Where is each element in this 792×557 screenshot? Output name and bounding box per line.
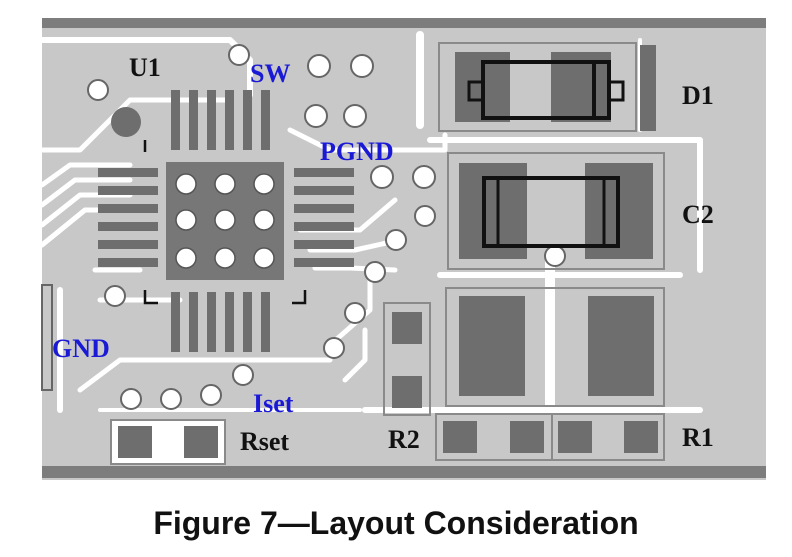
via: [232, 364, 254, 386]
board-bottom-edge: [42, 466, 766, 478]
u1-top-pins: [171, 90, 270, 150]
via: [350, 54, 374, 78]
via: [200, 384, 222, 406]
u1-footprint: [98, 90, 354, 352]
inductor-footprint: [445, 287, 665, 407]
inductor-pad-left: [459, 296, 525, 396]
r2-pad-top: [392, 312, 422, 344]
u1-bottom-pins: [171, 292, 270, 352]
via: [104, 285, 126, 307]
via: [414, 205, 436, 227]
r1-component: [551, 413, 665, 461]
trace-gap: [342, 327, 368, 383]
r1-outline: [551, 413, 665, 461]
inductor-outline: [445, 287, 665, 407]
via: [364, 261, 386, 283]
d1-component: [438, 42, 656, 132]
r1-label: R1: [682, 423, 714, 452]
pgnd-net-label: PGND: [320, 137, 394, 166]
inductor-pad-right: [588, 296, 654, 396]
via: [228, 44, 250, 66]
u1-label: U1: [129, 53, 161, 82]
via: [120, 388, 142, 410]
trace-gap: [427, 137, 703, 273]
figure-caption: Figure 7—Layout Consideration: [153, 505, 639, 541]
rset-label: Rset: [240, 427, 289, 456]
r1-pad-left: [558, 421, 592, 453]
trace-gap: [327, 267, 373, 348]
d1-lead-left: [467, 80, 485, 102]
trace-gap: [307, 237, 403, 253]
via: [544, 245, 566, 267]
via: [370, 165, 394, 189]
d1-label: D1: [682, 81, 714, 110]
r2-component: [383, 302, 431, 416]
rset-pad-left: [118, 426, 152, 458]
r1-pad-right: [624, 421, 658, 453]
u1-left-pins: [98, 168, 158, 267]
rset-component: [110, 419, 226, 465]
d1-side-bar: [640, 45, 656, 131]
r2-outline: [383, 302, 431, 416]
c2-body: [482, 176, 620, 248]
d1-lead-right: [607, 80, 625, 102]
via: [412, 165, 436, 189]
via: [343, 104, 367, 128]
u1-pin1-marker: [111, 107, 141, 137]
u1-corner-marks: [143, 140, 307, 305]
pcb-layout: U1 SW PGND GND Iset Rset R2 R1 D1 C2: [39, 18, 766, 480]
iset-net-label: Iset: [253, 389, 294, 418]
board-top-edge: [42, 18, 766, 28]
rset-pad-right: [184, 426, 218, 458]
r2-label: R2: [388, 425, 420, 454]
d1-outline: [438, 42, 637, 132]
trace-gap: [77, 357, 333, 393]
via: [304, 104, 328, 128]
gnd-net-label: GND: [52, 334, 110, 363]
trace-gap: [39, 177, 133, 208]
left-edge-component: [41, 284, 53, 391]
via: [385, 229, 407, 251]
r2-pad-bottom: [392, 376, 422, 408]
vias: [87, 44, 566, 410]
via: [344, 302, 366, 324]
via: [87, 79, 109, 101]
u1-thermal-vias: [175, 173, 275, 269]
c2-component: [447, 152, 665, 270]
trace-gap: [39, 162, 133, 188]
c2-outline: [447, 152, 665, 270]
via: [160, 388, 182, 410]
sw-net-label: SW: [250, 59, 290, 88]
via: [307, 54, 331, 78]
c2-label: C2: [682, 200, 714, 229]
via: [323, 337, 345, 359]
u1-right-pins: [294, 168, 354, 267]
